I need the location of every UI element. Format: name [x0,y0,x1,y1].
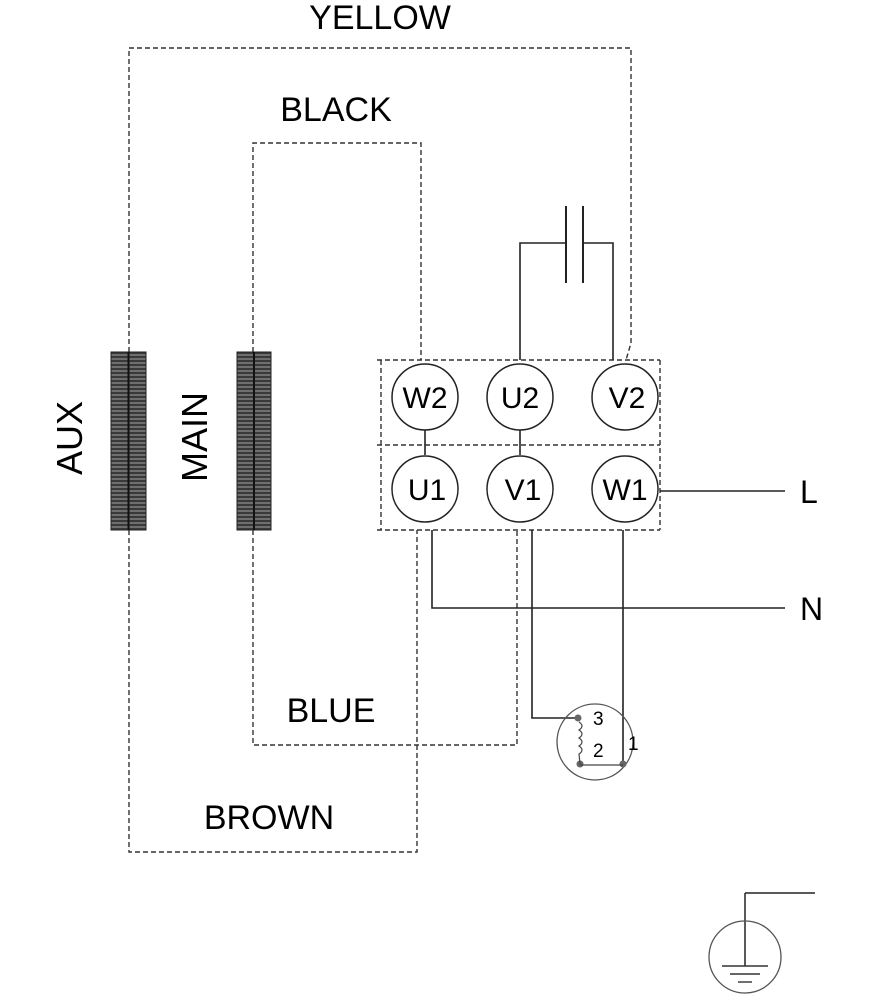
black-wire-label: BLACK [280,91,392,129]
aux-winding [110,351,147,531]
svg-text:W2: W2 [403,382,448,415]
protector-pin-3: 3 [593,709,604,730]
brown-wire-label: BROWN [204,799,334,837]
yellow-wire [128,47,632,361]
blue-wire [252,530,518,746]
terminal-u1: U1 [391,455,459,523]
aux-winding-label: AUX [49,401,90,475]
svg-text:U2: U2 [501,382,539,415]
terminal-v1: V1 [486,455,554,523]
terminal-u2: U2 [486,363,554,431]
svg-text:V1: V1 [505,474,542,507]
protector-pin-1: 1 [628,734,639,755]
ground-icon [708,892,815,994]
yellow-wire-label: YELLOW [309,0,451,37]
black-wire [252,142,422,360]
terminal-w1: W1 [591,455,659,523]
terminal-w2: W2 [391,363,459,431]
blue-wire-label: BLUE [287,692,376,730]
svg-text:V2: V2 [609,382,646,415]
neutral-wire [431,530,785,609]
brown-wire [128,530,418,853]
svg-text:U1: U1 [408,474,446,507]
protector-wire-v1 [531,530,578,719]
live-label: L [800,474,818,510]
main-winding [236,351,272,531]
terminal-v2: V2 [591,363,659,431]
svg-text:W1: W1 [603,474,648,507]
neutral-label: N [800,591,823,627]
main-winding-label: MAIN [174,392,215,482]
thermal-protector-icon: 3 2 1 [556,703,639,781]
capacitor-icon [519,206,614,360]
protector-pin-2: 2 [593,741,604,762]
